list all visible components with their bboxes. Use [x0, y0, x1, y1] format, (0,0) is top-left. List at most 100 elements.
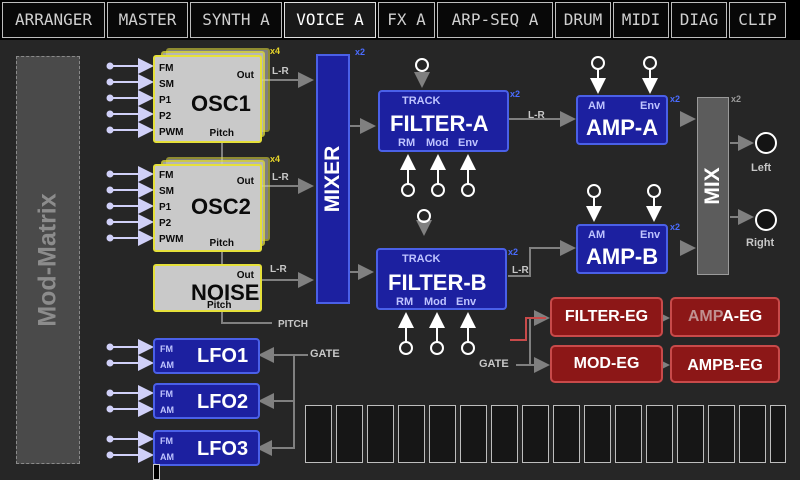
- tab-fx-a[interactable]: FX A: [378, 2, 435, 38]
- empty-slot[interactable]: [491, 405, 518, 463]
- lfo3-fm[interactable]: FM: [160, 436, 173, 446]
- empty-slot[interactable]: [367, 405, 394, 463]
- tab-arranger[interactable]: ARRANGER: [2, 2, 105, 38]
- filter-b-multiplier: x2: [508, 247, 519, 257]
- empty-slot[interactable]: [708, 405, 735, 463]
- osc2-input-pwm[interactable]: PWM: [159, 234, 184, 245]
- empty-slot[interactable]: [305, 405, 332, 463]
- lfo2-fm[interactable]: FM: [160, 389, 173, 399]
- amp-a-multiplier: x2: [670, 94, 681, 104]
- right-output-label: Right: [746, 237, 775, 249]
- ampb-eg-label: AMPB-EG: [687, 357, 763, 374]
- filter-a-name: FILTER-A: [390, 111, 489, 136]
- empty-slot[interactable]: [615, 405, 642, 463]
- ampa-eg-button[interactable]: AMPA-EG: [670, 297, 780, 337]
- osc2-input-fm[interactable]: FM: [159, 170, 174, 181]
- amp-a-name: AMP-A: [586, 115, 659, 140]
- tab-drum[interactable]: DRUM: [555, 2, 611, 38]
- osc2-input-p2[interactable]: P2: [159, 218, 172, 229]
- tab-arp-seq-a[interactable]: ARP-SEQ A: [437, 2, 553, 38]
- ampa-eg-prefix: AMP: [687, 308, 723, 325]
- mixer-label: MIXER: [321, 145, 344, 213]
- filter-a-track: TRACK: [402, 95, 441, 107]
- empty-slot[interactable]: [522, 405, 549, 463]
- osc2-input-p1[interactable]: P1: [159, 202, 172, 213]
- mix-module[interactable]: MIX: [697, 97, 729, 275]
- filter-b-module[interactable]: TRACK FILTER-B RM Mod Env: [376, 248, 507, 310]
- osc2-input-sm[interactable]: SM: [159, 186, 174, 197]
- empty-slot[interactable]: [553, 405, 580, 463]
- empty-slot[interactable]: [429, 405, 456, 463]
- tab-synth-a[interactable]: SYNTH A: [190, 2, 282, 38]
- noise-pitch: Pitch: [207, 300, 232, 311]
- osc1-module[interactable]: FM SM P1 P2 PWM Out OSC1 Pitch: [153, 55, 262, 143]
- amp-b-module[interactable]: AM Env AMP-B: [576, 224, 668, 274]
- pitch-label: PITCH: [278, 319, 308, 330]
- mixer-multiplier: x2: [355, 47, 366, 57]
- empty-slot[interactable]: [677, 405, 704, 463]
- filter-a-mod: Mod: [426, 137, 449, 149]
- osc2-multiplier: x4: [270, 154, 281, 164]
- osc2-module[interactable]: FM SM P1 P2 PWM Out OSC2 Pitch: [153, 164, 262, 252]
- filter-b-mod: Mod: [424, 296, 447, 308]
- noise-name: NOISE: [191, 280, 260, 305]
- empty-slot[interactable]: [398, 405, 425, 463]
- filter-a-module[interactable]: TRACK FILTER-A RM Mod Env: [378, 90, 509, 152]
- empty-slot[interactable]: [336, 405, 363, 463]
- osc1-out-label: L-R: [272, 66, 289, 77]
- lfo1-fm[interactable]: FM: [160, 344, 173, 354]
- osc1-input-p2[interactable]: P2: [159, 111, 172, 122]
- lfo2-name: LFO2: [197, 391, 249, 413]
- empty-slot[interactable]: [770, 405, 786, 463]
- lfo2-am[interactable]: AM: [160, 405, 174, 415]
- osc2-out-label: L-R: [272, 172, 289, 183]
- lfo-gate-label: GATE: [310, 348, 340, 360]
- eg-link: [510, 317, 546, 341]
- noise-out: Out: [236, 270, 254, 281]
- amp-a-env: Env: [640, 100, 661, 112]
- mod-eg-label: MOD-EG: [573, 355, 640, 372]
- filter-eg-button[interactable]: FILTER-EG: [550, 297, 663, 337]
- tab-voice-a[interactable]: VOICE A: [284, 2, 376, 38]
- left-output-jack: [755, 132, 777, 154]
- osc1-input-sm[interactable]: SM: [159, 79, 174, 90]
- noise-module[interactable]: Out NOISE Pitch: [153, 264, 262, 312]
- lfo3-name: LFO3: [197, 438, 249, 460]
- empty-slot[interactable]: [739, 405, 766, 463]
- tab-master[interactable]: MASTER: [107, 2, 188, 38]
- ampb-eg-button[interactable]: AMPB-EG: [670, 345, 780, 383]
- filter-b-rm: RM: [396, 296, 414, 308]
- filter-eg-label: FILTER-EG: [564, 308, 649, 325]
- empty-slot[interactable]: [460, 405, 487, 463]
- lfo3-am[interactable]: AM: [160, 452, 174, 462]
- lfo1-name: LFO1: [197, 345, 249, 367]
- mixer-module[interactable]: MIXER: [316, 54, 350, 304]
- osc1-multiplier: x4: [270, 46, 281, 56]
- ampa-eg-suffix: A-EG: [722, 308, 763, 325]
- osc2-input-arrows: [106, 166, 154, 246]
- lfo3-module[interactable]: FM AM LFO3: [153, 430, 260, 466]
- amp-a-am: AM: [588, 100, 606, 112]
- empty-slot[interactable]: [584, 405, 611, 463]
- noise-out-label: L-R: [270, 264, 287, 275]
- osc1-input-fm[interactable]: FM: [159, 63, 174, 74]
- lfo1-module[interactable]: FM AM LFO1: [153, 338, 260, 374]
- amp-a-module[interactable]: AM Env AMP-A: [576, 95, 668, 145]
- filter-a-out-label: L-R: [528, 110, 545, 121]
- osc1-input-arrows: [106, 58, 154, 138]
- eg-gate-label: GATE: [479, 358, 509, 370]
- filter-b-out-label: L-R: [512, 265, 529, 276]
- amp-b-am: AM: [588, 229, 606, 241]
- lfo2-module[interactable]: FM AM LFO2: [153, 383, 260, 419]
- empty-slot[interactable]: [646, 405, 673, 463]
- tab-diag[interactable]: DIAG: [671, 2, 727, 38]
- filter-b-track: TRACK: [402, 253, 441, 265]
- cursor-marker: [153, 464, 160, 480]
- mod-matrix-button[interactable]: Mod-Matrix: [16, 56, 80, 464]
- tab-midi[interactable]: MIDI: [613, 2, 669, 38]
- mod-eg-button[interactable]: MOD-EG: [550, 345, 663, 383]
- tab-clip[interactable]: CLIP: [729, 2, 786, 38]
- osc1-input-pwm[interactable]: PWM: [159, 127, 184, 138]
- lfo1-am[interactable]: AM: [160, 360, 174, 370]
- osc1-input-p1[interactable]: P1: [159, 95, 172, 106]
